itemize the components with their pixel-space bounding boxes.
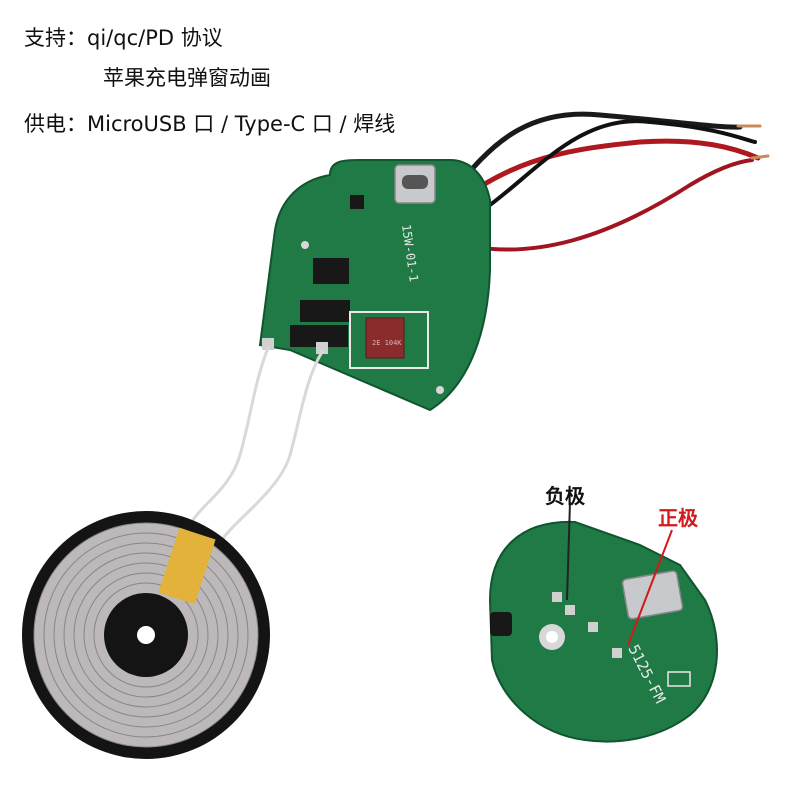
protocol-support-text: 支持：qi/qc/PD 协议 xyxy=(24,26,223,50)
main-pcb: 2E 104K 15W-01-1 xyxy=(258,159,491,412)
positive-pointer xyxy=(627,529,673,646)
apple-animation-text: 苹果充电弹窗动画 xyxy=(103,66,271,90)
power-supply-text: 供电：MicroUSB 口 / Type-C 口 / 焊线 xyxy=(24,112,396,136)
coil-lead-wires xyxy=(188,346,324,542)
alt-pcb: 5125-FM xyxy=(488,520,718,743)
charging-coil xyxy=(22,511,270,759)
negative-pole-label: 负极 xyxy=(545,484,585,508)
capacitor-marking: 2E 104K xyxy=(372,339,402,347)
positive-pole-label: 正极 xyxy=(658,506,698,530)
negative-pointer xyxy=(566,501,571,601)
